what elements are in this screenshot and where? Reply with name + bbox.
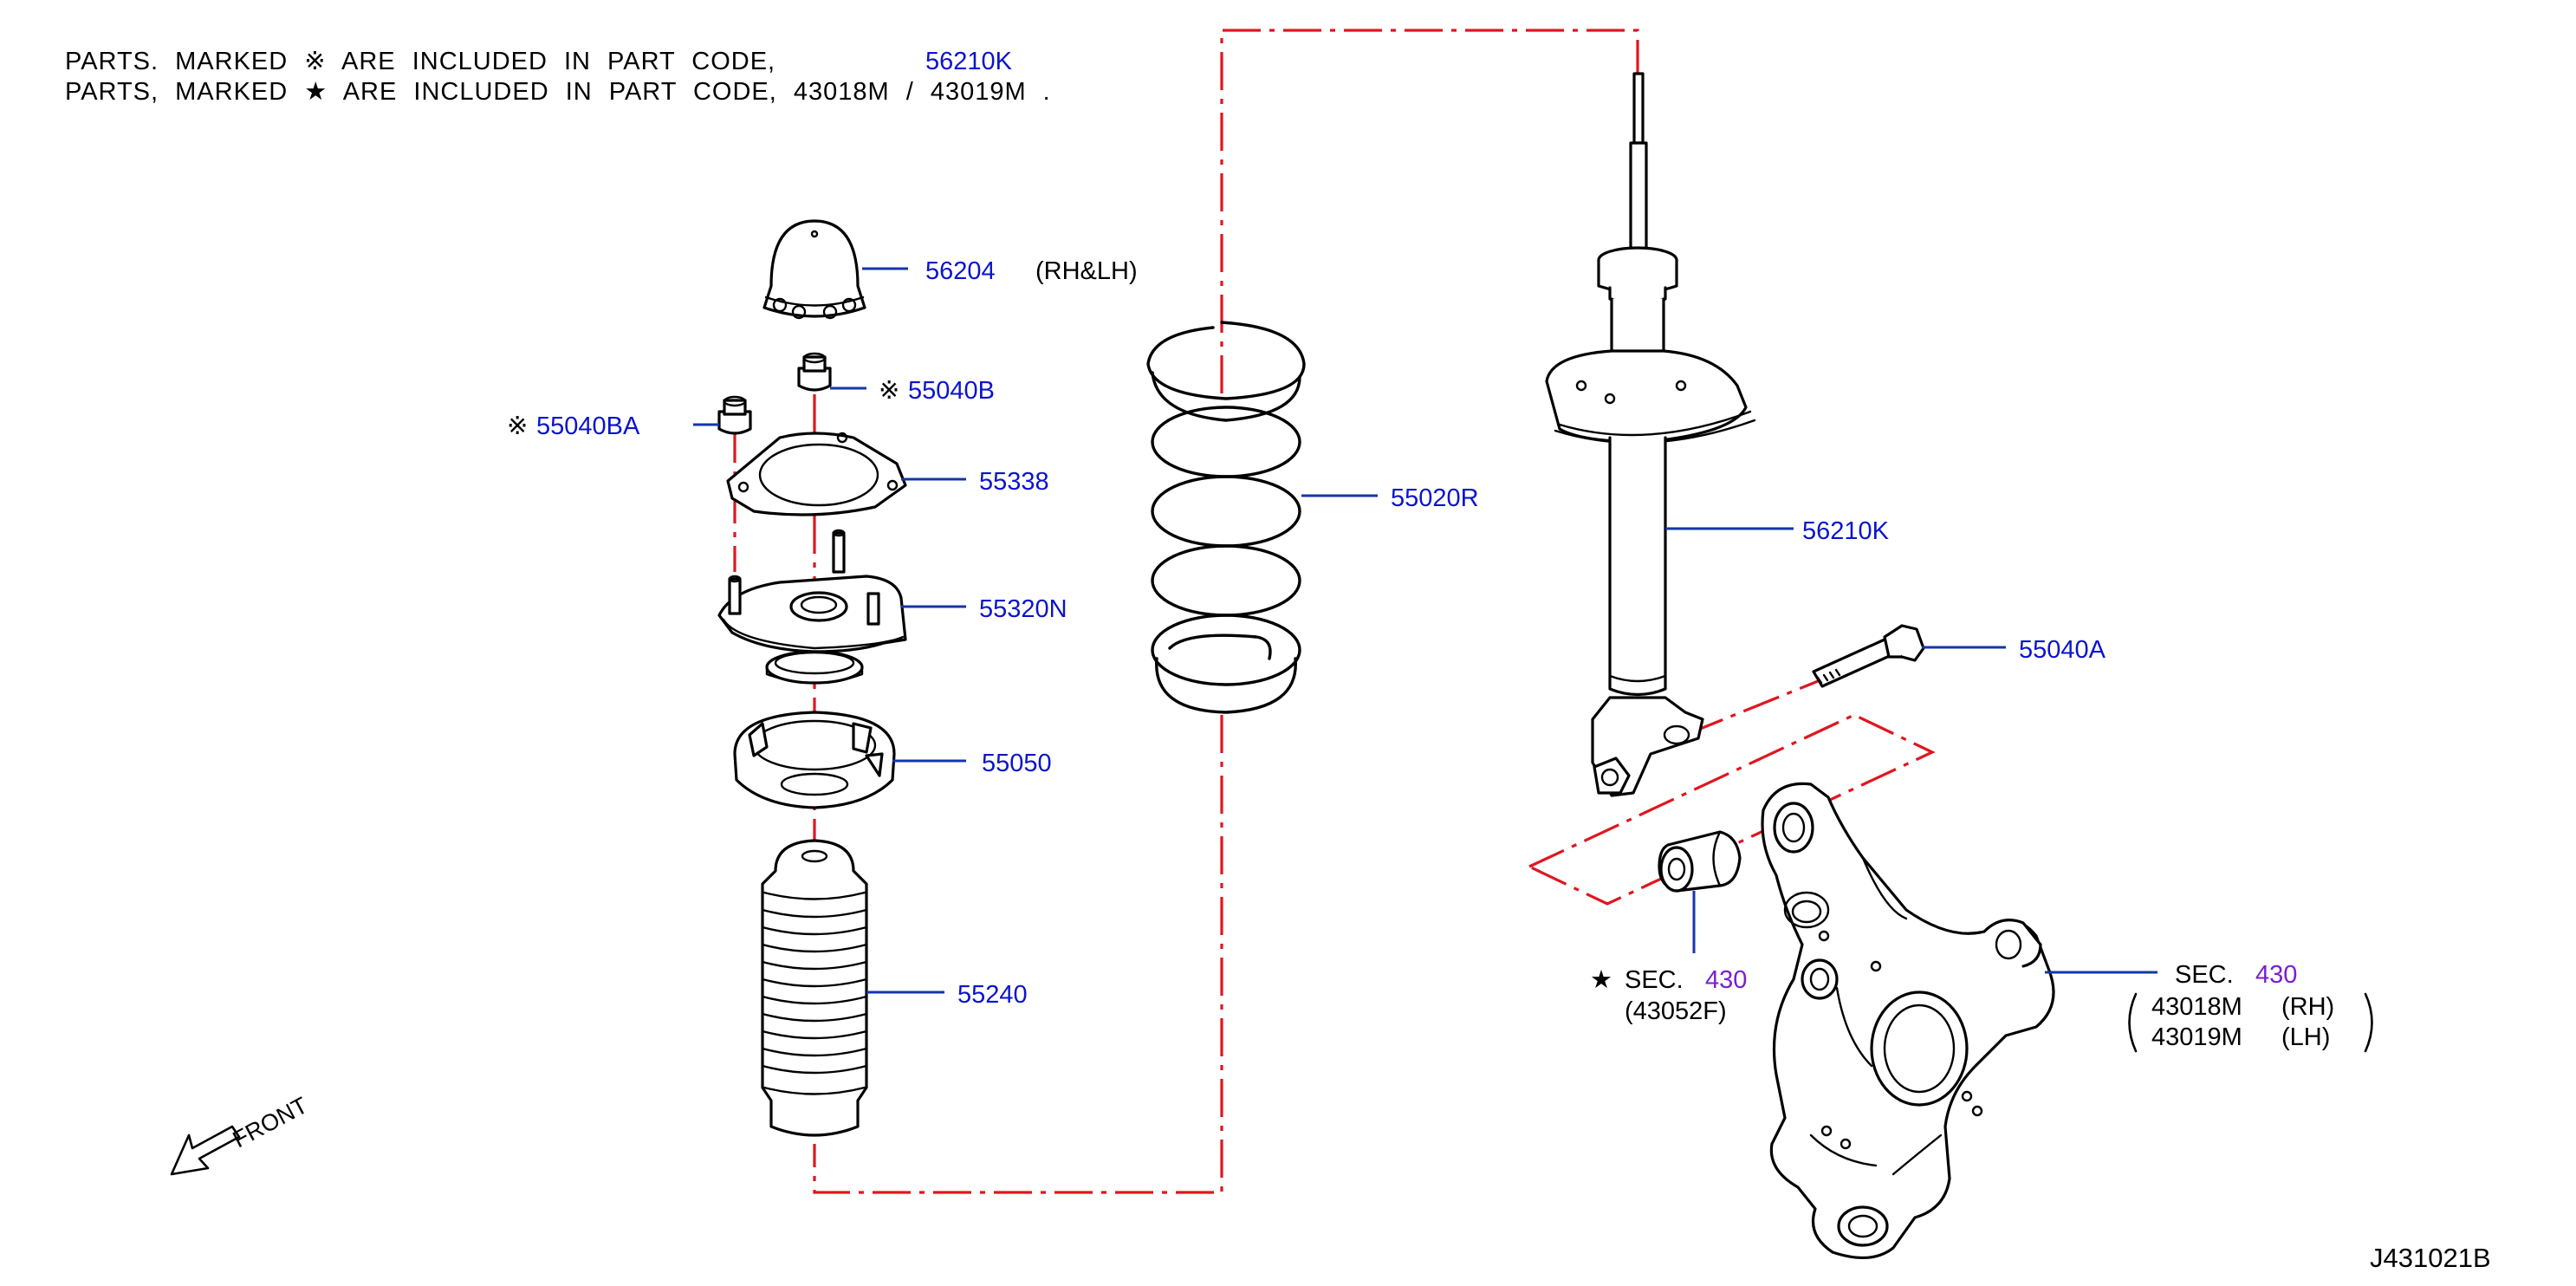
figure-id: J431021B bbox=[2370, 1243, 2491, 1273]
part-55040A-bolt[interactable] bbox=[1812, 624, 1925, 688]
bracket-left bbox=[2128, 992, 2138, 1053]
callouts: 56204 (RH&LH) ※ 55040B ※ 55040BA 55338 5… bbox=[507, 257, 2373, 1053]
part-55040BA-nut[interactable] bbox=[717, 395, 752, 435]
callout-sec-knuckle-label: SEC. bbox=[2175, 961, 2234, 989]
part-55320N-mount[interactable] bbox=[717, 529, 907, 685]
front-label: FRONT bbox=[229, 1092, 312, 1153]
callout-55040A[interactable]: 55040A bbox=[2019, 636, 2106, 664]
callout-55040BA[interactable]: 55040BA bbox=[536, 412, 640, 440]
callout-55020R[interactable]: 55020R bbox=[1391, 484, 1479, 512]
callout-56204-suffix: (RH&LH) bbox=[1035, 257, 1138, 285]
part-56210K-strut[interactable] bbox=[1545, 72, 1756, 797]
callout-sec-bushing-code[interactable]: 430 bbox=[1705, 966, 1747, 994]
callout-55338[interactable]: 55338 bbox=[979, 468, 1049, 496]
callout-sec-knuckle-code[interactable]: 430 bbox=[2255, 961, 2297, 989]
note-part-code-56210K[interactable]: 56210K bbox=[925, 48, 1013, 75]
part-56204-cap[interactable] bbox=[762, 219, 866, 320]
callout-sec-bushing-sub: (43052F) bbox=[1625, 997, 1727, 1025]
callout-55050[interactable]: 55050 bbox=[982, 750, 1052, 777]
callout-55040B[interactable]: 55040B bbox=[908, 377, 995, 405]
bracket-right bbox=[2364, 992, 2373, 1053]
callout-55040B-mark: ※ bbox=[879, 377, 899, 405]
part-55020R-spring[interactable] bbox=[1146, 321, 1306, 714]
callout-56204[interactable]: 56204 bbox=[925, 257, 996, 285]
assembly-line-bolt bbox=[1676, 672, 1836, 740]
assembly-line-bottom bbox=[813, 715, 1223, 1194]
part-55240-boot[interactable] bbox=[761, 839, 868, 1137]
front-indicator: FRONT bbox=[170, 1092, 312, 1176]
callout-knuckle-rh-code[interactable]: 43018M bbox=[2151, 993, 2242, 1021]
callout-knuckle-lh: (LH) bbox=[2281, 1023, 2330, 1051]
part-55040B-nut[interactable] bbox=[797, 352, 832, 392]
callout-55040BA-mark: ※ bbox=[507, 412, 528, 440]
callout-55240[interactable]: 55240 bbox=[957, 981, 1028, 1009]
callout-56210K[interactable]: 56210K bbox=[1802, 517, 1890, 545]
callout-sec-bushing-label: SEC. bbox=[1625, 966, 1684, 994]
callout-knuckle-rh: (RH) bbox=[2281, 993, 2334, 1021]
part-55050-seat[interactable] bbox=[733, 711, 896, 809]
leader-lines bbox=[693, 267, 2157, 994]
header-notes: PARTS. MARKED ※ ARE INCLUDED IN PART COD… bbox=[65, 48, 1051, 106]
part-43018M-knuckle[interactable] bbox=[1761, 782, 2055, 1260]
part-43052F-bushing[interactable] bbox=[1658, 830, 1742, 893]
note-line-2: PARTS, MARKED ★ ARE INCLUDED IN PART COD… bbox=[65, 78, 1051, 106]
assembly-line-frame bbox=[1526, 713, 1936, 906]
note-line-1: PARTS. MARKED ※ ARE INCLUDED IN PART COD… bbox=[65, 48, 775, 75]
callout-55320N[interactable]: 55320N bbox=[979, 595, 1067, 623]
callout-sec-bushing-mark: ★ bbox=[1590, 966, 1612, 994]
callout-knuckle-lh-code[interactable]: 43019M bbox=[2151, 1023, 2242, 1051]
assembly-line-main bbox=[1220, 29, 1639, 394]
front-arrow-icon bbox=[170, 1125, 241, 1176]
assembly-lines bbox=[733, 29, 1936, 1194]
part-55338-plate[interactable] bbox=[726, 432, 907, 516]
